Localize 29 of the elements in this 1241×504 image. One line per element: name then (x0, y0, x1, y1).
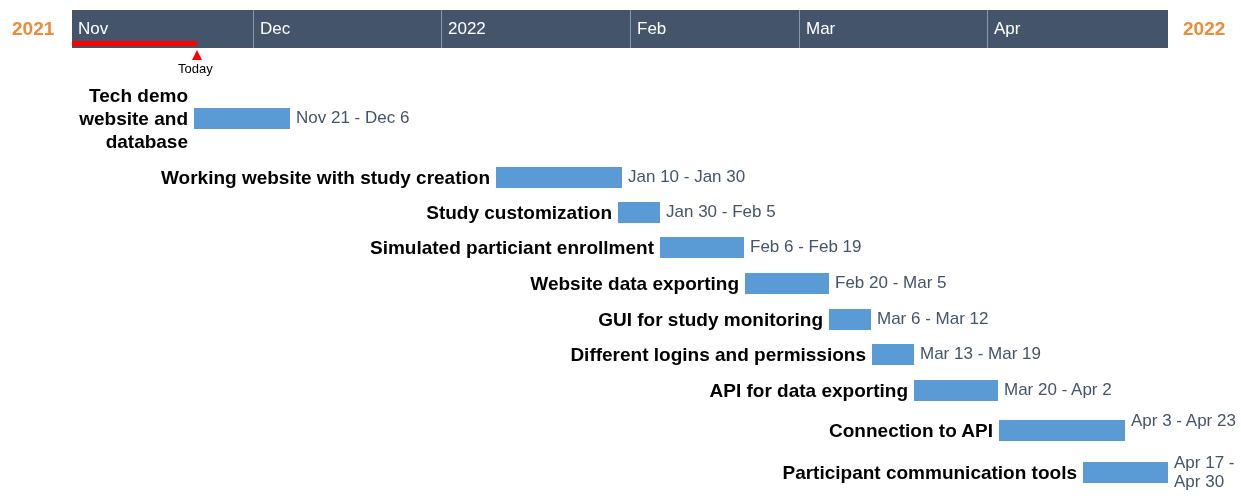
month-label: 2022 (441, 10, 486, 48)
date-range: Apr 3 - Apr 23 (1131, 411, 1237, 430)
task-label: Tech demo website and database (78, 83, 188, 153)
month-label: Apr (987, 10, 1021, 48)
date-range: Mar 20 - Apr 2 (1004, 380, 1113, 399)
month-label: Mar (799, 10, 836, 48)
task-label: Study customization (425, 200, 612, 224)
date-range: Nov 21 - Dec 6 (296, 108, 411, 127)
task-label: GUI for study monitoring (597, 307, 823, 331)
task-label: Different logins and permissions (569, 342, 866, 366)
date-range: Apr 17 - Apr 30 (1174, 453, 1236, 491)
year-label: 2022 (1183, 18, 1226, 40)
month-label: Nov (77, 18, 109, 40)
task-label: Working website with study creation (159, 165, 490, 189)
month-label: Dec (253, 10, 291, 48)
task-label: Connection to API (828, 418, 993, 442)
task-label: Website data exporting (529, 271, 739, 295)
date-range: Jan 10 - Jan 30 (628, 167, 747, 186)
date-range: Feb 6 - Feb 19 (750, 237, 863, 256)
date-range: Mar 13 - Mar 19 (920, 344, 1042, 363)
date-range: Mar 6 - Mar 12 (877, 309, 990, 328)
task-label: Simulated particiant enrollment (369, 235, 654, 259)
task-label: Participant communication tools (781, 460, 1077, 484)
month-label: Feb (630, 10, 667, 48)
date-range: Jan 30 - Feb 5 (666, 202, 777, 221)
task-label: API for data exporting (708, 378, 908, 402)
year-label: 2021 (12, 18, 55, 40)
date-range: Feb 20 - Mar 5 (835, 273, 948, 292)
today-label: Today (178, 61, 213, 76)
